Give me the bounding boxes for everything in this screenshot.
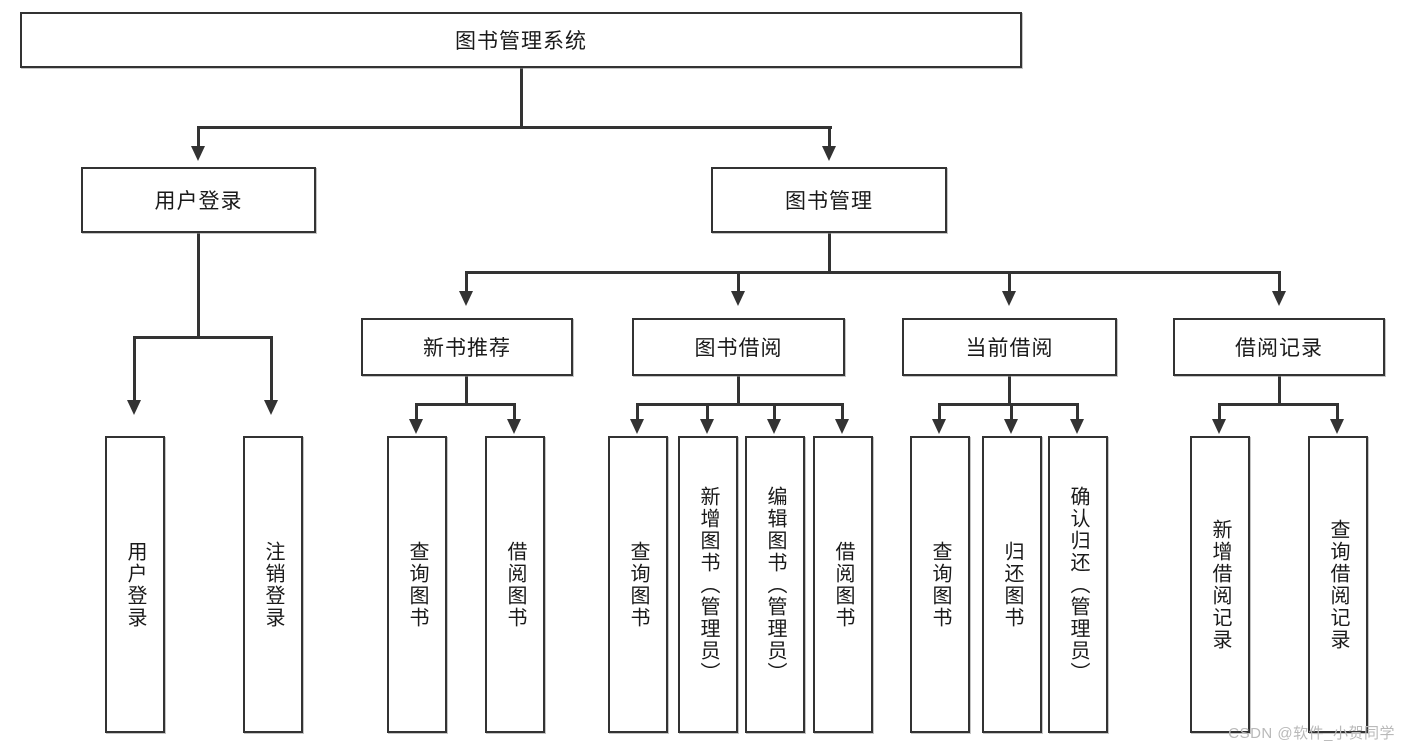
node-book-borrow[interactable]: 图书借阅 bbox=[632, 318, 845, 376]
connector-root-stem bbox=[520, 68, 523, 128]
node-label: 当前借阅 bbox=[965, 337, 1054, 360]
connector-user-drop-2 bbox=[270, 336, 273, 402]
connector-user-bar bbox=[134, 336, 272, 339]
node-borrow-record[interactable]: 借阅记录 bbox=[1173, 318, 1385, 376]
arrowhead-g1-leaf-2 bbox=[507, 419, 521, 434]
connector-book-drop-1 bbox=[465, 271, 468, 293]
arrowhead-to-current-borrow bbox=[1002, 291, 1016, 306]
node-label: 查询借阅记录 bbox=[1327, 518, 1349, 651]
arrowhead-g2-leaf-3 bbox=[767, 419, 781, 434]
connector-g1-drop-1 bbox=[415, 403, 418, 421]
connector-root-drop-left bbox=[197, 126, 200, 148]
leaf-add-borrow-record[interactable]: 新增借阅记录 bbox=[1190, 436, 1250, 733]
node-label: 借阅图书 bbox=[832, 540, 854, 629]
arrowhead-to-borrow-record bbox=[1272, 291, 1286, 306]
node-label: 注销登录 bbox=[262, 540, 284, 629]
node-label: 查询图书 bbox=[929, 540, 951, 629]
leaf-query-book-borrow[interactable]: 查询图书 bbox=[608, 436, 668, 733]
leaf-query-book-current[interactable]: 查询图书 bbox=[910, 436, 970, 733]
node-label: 查询图书 bbox=[406, 540, 428, 629]
node-label: 图书管理 bbox=[785, 190, 873, 213]
leaf-logout-login[interactable]: 注销登录 bbox=[243, 436, 303, 733]
arrowhead-to-book-borrow bbox=[731, 291, 745, 306]
node-label: 用户登录 bbox=[154, 190, 243, 213]
arrowhead-g4-leaf-2 bbox=[1330, 419, 1344, 434]
connector-book-drop-2 bbox=[737, 271, 740, 293]
connector-book-stem bbox=[828, 233, 831, 273]
connector-root-bar bbox=[198, 126, 832, 129]
connector-g2-drop-3 bbox=[773, 403, 776, 421]
connector-g2-drop-2 bbox=[706, 403, 709, 421]
arrowhead-user-leaf-2 bbox=[264, 400, 278, 415]
connector-g3-stem bbox=[1008, 376, 1011, 405]
node-label: 新书推荐 bbox=[423, 337, 511, 360]
node-label: 新增借阅记录 bbox=[1209, 518, 1231, 651]
node-label: 编辑图书（管理员） bbox=[764, 485, 786, 684]
node-label: 确认归还（管理员） bbox=[1067, 485, 1089, 684]
connector-g3-drop-1 bbox=[938, 403, 941, 421]
leaf-confirm-return-admin[interactable]: 确认归还（管理员） bbox=[1048, 436, 1108, 733]
leaf-edit-book-admin[interactable]: 编辑图书（管理员） bbox=[745, 436, 805, 733]
node-user-login[interactable]: 用户登录 bbox=[81, 167, 316, 233]
node-current-borrow[interactable]: 当前借阅 bbox=[902, 318, 1117, 376]
connector-g2-bar bbox=[637, 403, 844, 406]
connector-book-bar bbox=[466, 271, 1281, 274]
arrowhead-g3-leaf-2 bbox=[1004, 419, 1018, 434]
connector-g3-drop-3 bbox=[1076, 403, 1079, 421]
leaf-borrow-book[interactable]: 借阅图书 bbox=[813, 436, 873, 733]
connector-g1-drop-2 bbox=[513, 403, 516, 421]
arrowhead-g3-leaf-1 bbox=[932, 419, 946, 434]
node-label: 图书借阅 bbox=[694, 337, 783, 360]
arrowhead-g2-leaf-2 bbox=[700, 419, 714, 434]
node-new-book-recommend[interactable]: 新书推荐 bbox=[361, 318, 573, 376]
connector-g4-drop-1 bbox=[1218, 403, 1221, 421]
node-label: 归还图书 bbox=[1001, 540, 1023, 629]
arrowhead-g2-leaf-4 bbox=[835, 419, 849, 434]
connector-g4-stem bbox=[1278, 376, 1281, 405]
node-book-management[interactable]: 图书管理 bbox=[711, 167, 947, 233]
connector-g1-bar bbox=[416, 403, 516, 406]
connector-g3-bar bbox=[939, 403, 1079, 406]
connector-g2-stem bbox=[737, 376, 740, 405]
connector-g1-stem bbox=[465, 376, 468, 405]
connector-root-drop-right bbox=[828, 126, 831, 148]
arrowhead-to-user-login bbox=[191, 146, 205, 161]
leaf-query-book-recommend[interactable]: 查询图书 bbox=[387, 436, 447, 733]
connector-g2-drop-1 bbox=[636, 403, 639, 421]
node-label: 用户登录 bbox=[124, 540, 146, 629]
arrowhead-to-book-manage bbox=[822, 146, 836, 161]
arrowhead-g3-leaf-3 bbox=[1070, 419, 1084, 434]
leaf-return-book[interactable]: 归还图书 bbox=[982, 436, 1042, 733]
node-root-system[interactable]: 图书管理系统 bbox=[20, 12, 1022, 68]
node-label: 借阅图书 bbox=[504, 540, 526, 629]
node-label: 新增图书（管理员） bbox=[697, 485, 719, 684]
connector-g4-bar bbox=[1219, 403, 1339, 406]
connector-g3-drop-2 bbox=[1010, 403, 1013, 421]
connector-g2-drop-4 bbox=[841, 403, 844, 421]
arrowhead-to-new-books bbox=[459, 291, 473, 306]
leaf-borrow-book-recommend[interactable]: 借阅图书 bbox=[485, 436, 545, 733]
leaf-add-book-admin[interactable]: 新增图书（管理员） bbox=[678, 436, 738, 733]
connector-g4-drop-2 bbox=[1336, 403, 1339, 421]
arrowhead-g4-leaf-1 bbox=[1212, 419, 1226, 434]
node-label: 查询图书 bbox=[627, 540, 649, 629]
connector-book-drop-4 bbox=[1278, 271, 1281, 293]
arrowhead-user-leaf-1 bbox=[127, 400, 141, 415]
arrowhead-g2-leaf-1 bbox=[630, 419, 644, 434]
connector-user-stem bbox=[197, 233, 200, 338]
leaf-query-borrow-record[interactable]: 查询借阅记录 bbox=[1308, 436, 1368, 733]
node-label: 图书管理系统 bbox=[455, 30, 587, 53]
arrowhead-g1-leaf-1 bbox=[409, 419, 423, 434]
node-label: 借阅记录 bbox=[1235, 337, 1323, 360]
connector-user-drop-1 bbox=[133, 336, 136, 402]
leaf-user-login[interactable]: 用户登录 bbox=[105, 436, 165, 733]
connector-book-drop-3 bbox=[1008, 271, 1011, 293]
